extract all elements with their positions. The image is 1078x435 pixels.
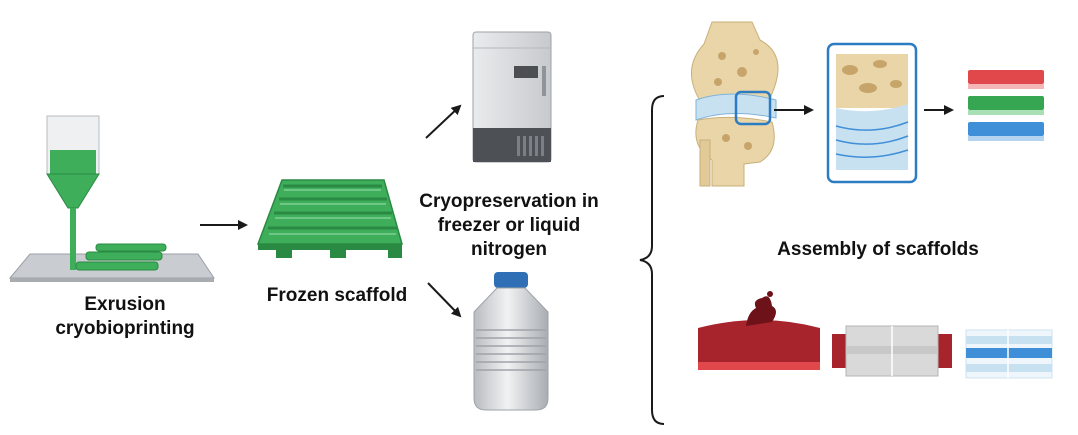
repaired-vessel-icon	[965, 329, 1053, 379]
label-assembly-of-scaffolds: Assembly of scaffolds	[777, 239, 979, 260]
knee-joint-icon	[691, 21, 779, 187]
grouping-brace	[639, 95, 665, 425]
freezer-icon	[472, 31, 552, 163]
liquid-nitrogen-dewar-icon	[473, 272, 549, 411]
label-cryopreservation: Cryopreservation in freezer or liquid ni…	[419, 191, 599, 260]
arrow-to-dewar	[427, 282, 462, 318]
damaged-vessel-icon	[698, 291, 820, 370]
cartilage-zoom-icon	[826, 42, 918, 184]
arrow-to-freezer	[425, 104, 462, 139]
scaffold-stack-icon	[968, 70, 1044, 141]
bioprinter-icon	[8, 115, 215, 282]
vessel-graft-icon	[832, 325, 952, 377]
frozen-scaffold-icon	[256, 179, 403, 258]
label-frozen-scaffold: Frozen scaffold	[266, 285, 408, 306]
label-extrusion-cryobioprinting: Exrusion cryobioprinting	[55, 294, 195, 339]
